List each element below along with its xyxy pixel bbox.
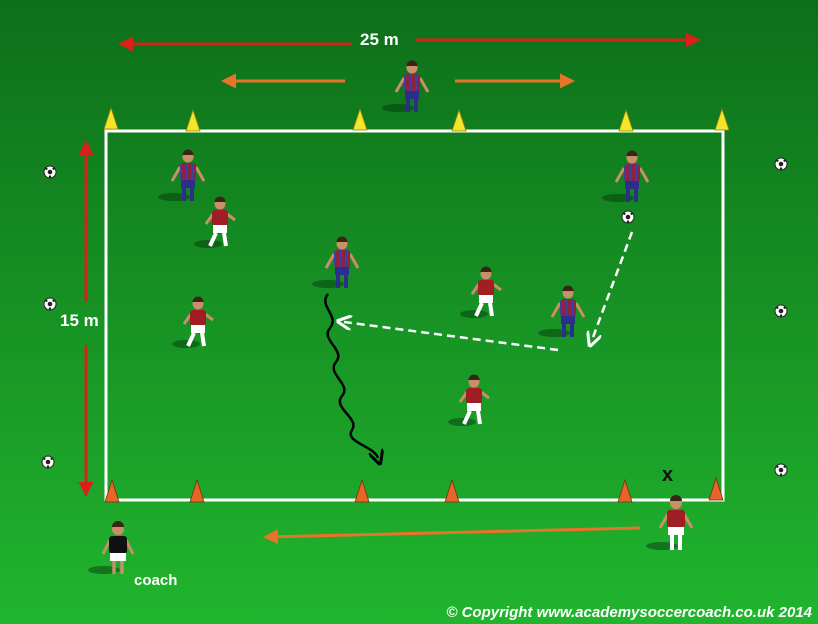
soccer-ball-icon — [42, 456, 54, 468]
soccer-ball-icon — [775, 305, 787, 317]
length-dimension-label: 15 m — [60, 311, 99, 331]
coach-label: coach — [134, 572, 177, 589]
soccer-ball-icon — [622, 211, 634, 223]
soccer-ball-icon — [775, 464, 787, 476]
width-dimension-label: 25 m — [360, 30, 399, 50]
soccer-ball-icon — [44, 298, 56, 310]
soccer-ball-icon — [775, 158, 787, 170]
copyright-notice: © Copyright www.academysoccercoach.co.uk… — [446, 604, 812, 621]
soccer-ball-icon — [44, 166, 56, 178]
x-marker-label: x — [662, 464, 673, 487]
